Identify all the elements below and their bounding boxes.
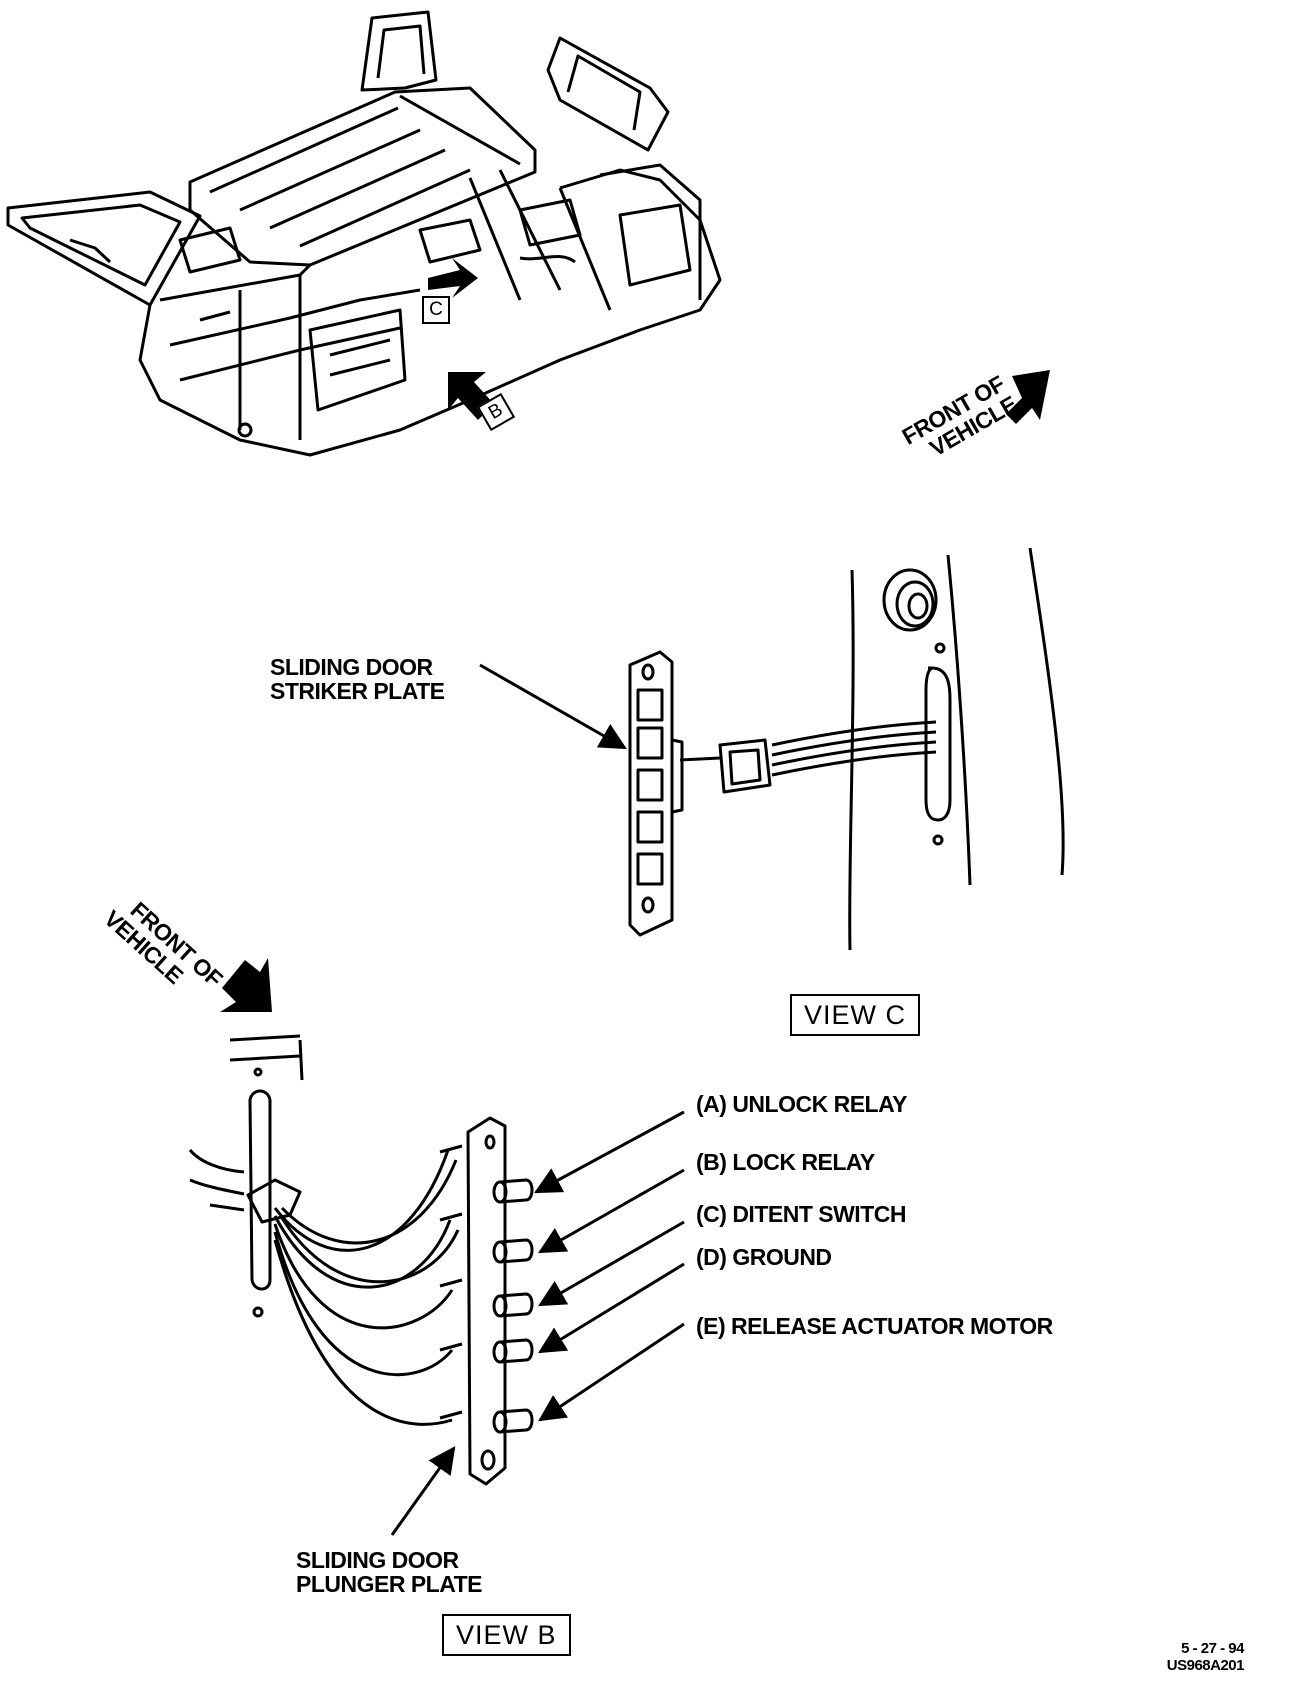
- leader-a: [534, 1110, 685, 1194]
- plunger-plate-label: SLIDING DOOR PLUNGER PLATE: [296, 1547, 483, 1597]
- front-arrow-top-icon: [1006, 370, 1050, 424]
- footer-figure-code: US968A201: [1166, 1657, 1245, 1674]
- plunger-plate-line1: SLIDING DOOR: [296, 1547, 459, 1573]
- front-arrow-left-icon: [220, 958, 272, 1012]
- striker-plate-line1: SLIDING DOOR: [270, 654, 433, 680]
- plunger-plate-line2: PLUNGER PLATE: [296, 1571, 483, 1597]
- vehicle-body-illustration: [6, 10, 722, 457]
- view-c-label: VIEW C: [790, 994, 921, 1036]
- striker-plate-label: SLIDING DOOR STRIKER PLATE: [270, 655, 445, 703]
- view-b-label: VIEW B: [442, 1614, 571, 1656]
- terminal-b-label: (B) LOCK RELAY: [696, 1149, 875, 1175]
- terminal-a-label: (A) UNLOCK RELAY: [696, 1091, 907, 1117]
- terminal-d-label: (D) GROUND: [696, 1244, 832, 1270]
- striker-plate-line2: STRIKER PLATE: [270, 678, 445, 704]
- arrow-c-icon: [428, 258, 478, 298]
- callout-c: C: [422, 296, 450, 324]
- terminal-e-label: (E) RELEASE ACTUATOR MOTOR: [696, 1313, 1053, 1339]
- leader-e: [538, 1322, 685, 1422]
- leader-d: [538, 1262, 685, 1354]
- footer-code: 5 - 27 - 94 US968A201: [1166, 1640, 1245, 1674]
- plunger-plate-leader: [390, 1446, 456, 1536]
- leader-c: [538, 1220, 685, 1307]
- view-c-illustration: [628, 547, 1065, 951]
- striker-plate-leader: [479, 663, 627, 750]
- terminal-leaders: [534, 1110, 685, 1422]
- footer-date: 5 - 27 - 94: [1181, 1640, 1244, 1657]
- terminal-c-label: (C) DITENT SWITCH: [696, 1201, 906, 1227]
- leader-b: [538, 1168, 685, 1254]
- view-b-illustration: [188, 1034, 534, 1486]
